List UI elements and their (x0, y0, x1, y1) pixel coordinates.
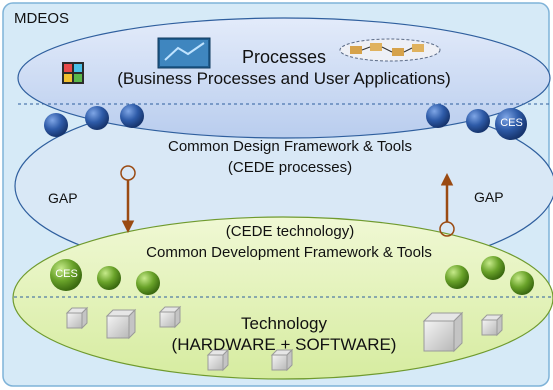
development-framework-line2: Common Development Framework & Tools (146, 244, 432, 261)
development-framework-line1: (CEDE technology) (225, 223, 355, 240)
processes-title: Processes (241, 47, 327, 67)
gap-left-label: GAP (48, 190, 78, 206)
green-ball (97, 266, 121, 290)
green-ball (445, 265, 469, 289)
screen-picture (157, 37, 211, 69)
blue-ball (85, 106, 109, 130)
ces-label-top: CES (500, 117, 523, 129)
ces-label-bottom: CES (55, 268, 78, 280)
process-flow-picture (339, 38, 441, 62)
blue-ball (426, 104, 450, 128)
technology-line1: Technology (240, 314, 327, 333)
green-ball (481, 256, 505, 280)
hardware-cube (480, 313, 504, 337)
blue-ball (44, 113, 68, 137)
hardware-cube (158, 305, 182, 329)
gap-right-label: GAP (474, 189, 504, 205)
application-tile-picture (62, 62, 84, 84)
technology-ellipse (12, 216, 553, 380)
ces-blue-ball (495, 108, 527, 140)
design-framework-line1: Common Design Framework & Tools (168, 138, 412, 155)
blue-ball (466, 109, 490, 133)
design-framework-line2: (CEDE processes) (227, 159, 353, 176)
hardware-cube (105, 308, 137, 340)
hardware-cube (65, 306, 89, 330)
hardware-cube (206, 348, 230, 372)
frame-label: MDEOS (14, 10, 70, 27)
green-ball (136, 271, 160, 295)
ces-green-ball (50, 259, 82, 291)
blue-ball (120, 104, 144, 128)
processes-subtitle: (Business Processes and User Application… (117, 69, 451, 88)
green-ball (510, 271, 534, 295)
hardware-cube (422, 311, 464, 353)
hardware-cube (270, 348, 294, 372)
technology-line2: (HARDWARE + SOFTWARE) (171, 335, 397, 354)
